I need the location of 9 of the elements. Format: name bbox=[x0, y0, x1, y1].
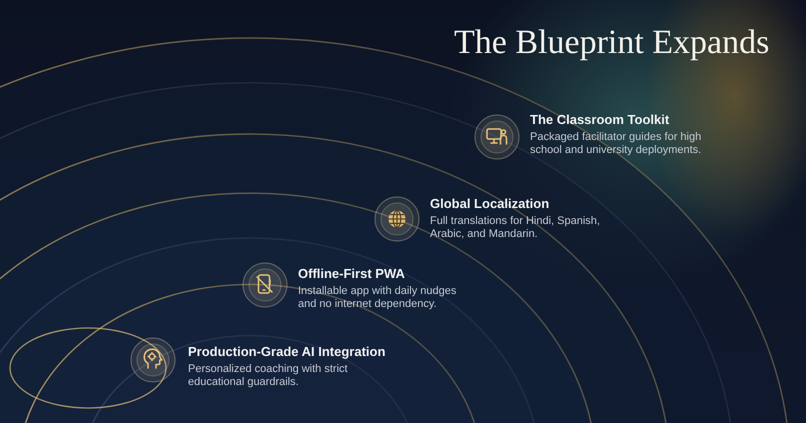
milestone-title: Offline-First PWA bbox=[298, 266, 405, 282]
milestone-description: Personalized coaching with strict educational guardrails. bbox=[188, 363, 349, 389]
milestone-description: Installable app with daily nudges and no internet dependency. bbox=[298, 285, 458, 311]
milestone-title: Global Localization bbox=[430, 196, 550, 212]
milestone-title: Production-Grade AI Integration bbox=[188, 344, 386, 360]
milestone-title: The Classroom Toolkit bbox=[530, 112, 670, 128]
milestone-description: Packaged facilitator guides for high school and university deployments. bbox=[530, 131, 702, 157]
milestone-description: Full translations for Hindi, Spanish, Arabic, and Mandarin. bbox=[430, 215, 601, 241]
diagram-title: The Blueprint Expands bbox=[454, 23, 770, 63]
